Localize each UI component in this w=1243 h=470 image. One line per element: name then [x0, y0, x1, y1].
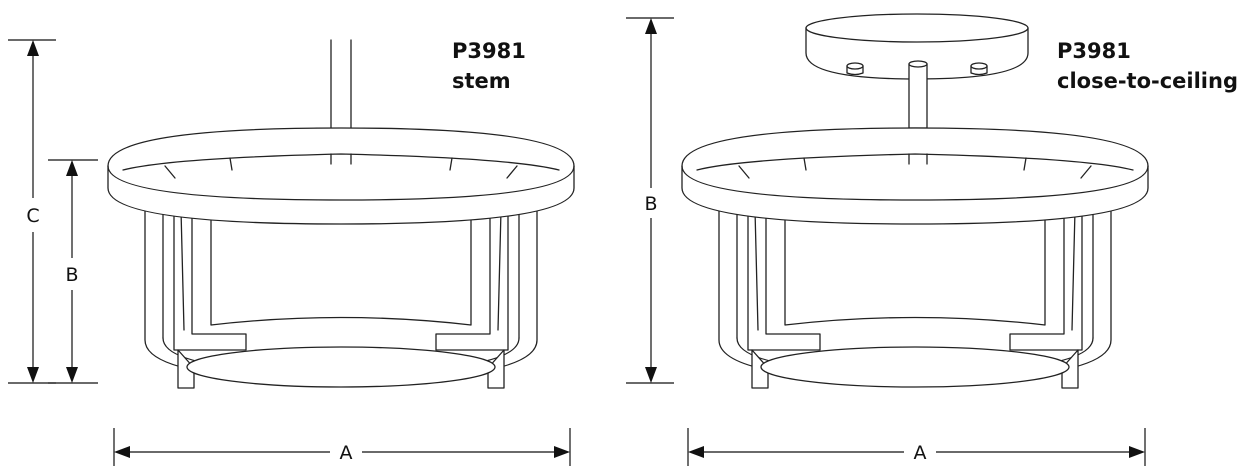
stem-rod: [330, 39, 352, 129]
close-to-ceiling-fixture: [681, 13, 1149, 389]
model-number: P3981: [452, 39, 526, 63]
short-stem: [908, 60, 928, 129]
dimension-label: A: [340, 442, 353, 464]
bottom-ring: [751, 346, 1079, 389]
variant-name: close-to-ceiling: [1057, 69, 1238, 93]
dimension-c-left: C: [8, 39, 56, 384]
model-number: P3981: [1057, 39, 1131, 63]
dimension-a-left: A: [113, 428, 571, 466]
top-ring: [681, 127, 1149, 225]
dimension-b-right: B: [626, 17, 674, 384]
stem-fixture: [107, 39, 575, 389]
dimension-label: C: [26, 205, 39, 227]
bottom-ring: [177, 346, 505, 389]
dimension-label: B: [644, 193, 657, 215]
dimension-label: A: [914, 442, 927, 464]
ceiling-canopy: [805, 13, 1029, 80]
dimension-label: B: [65, 264, 78, 286]
dimension-a-right: A: [687, 428, 1146, 466]
stem-model-label: P3981 stem: [452, 36, 526, 96]
top-ring: [107, 127, 575, 225]
variant-name: stem: [452, 69, 511, 93]
close-to-ceiling-model-label: P3981 close-to-ceiling: [1057, 36, 1238, 96]
dimension-b-left: B: [48, 159, 98, 384]
